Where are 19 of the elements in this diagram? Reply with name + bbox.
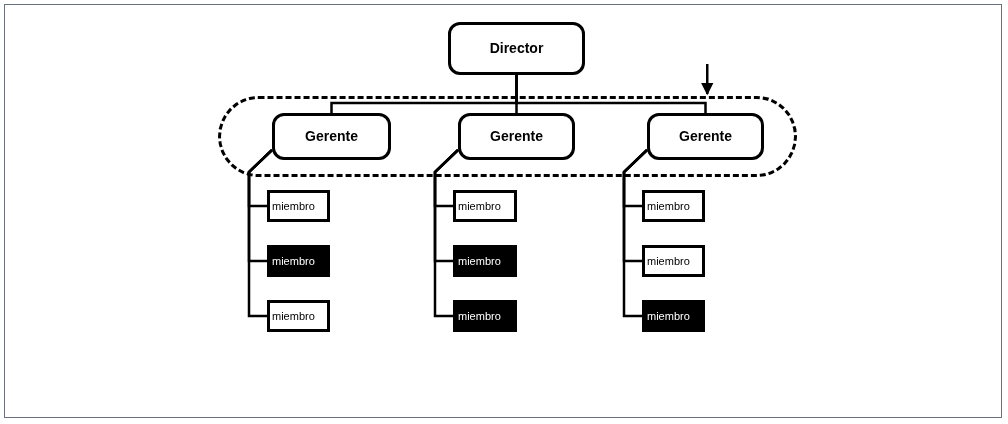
role-box: Gerente [458,113,575,160]
member-box: miembro [453,300,517,332]
member-box: miembro [642,190,705,222]
arrow [701,64,714,96]
member-box: miembro [267,300,330,332]
member-box: miembro [267,245,330,277]
member-box: miembro [267,190,330,222]
connector-line [622,149,648,318]
member-box: miembro [642,245,705,277]
connector-line [433,149,459,318]
member-box: miembro [642,300,705,332]
role-box: Gerente [272,113,391,160]
member-box: miembro [453,245,517,277]
connector-line [515,75,707,113]
role-box: Gerente [647,113,764,160]
dashed-group-outline [218,96,797,177]
member-box: miembro [453,190,517,222]
connector-line [247,149,273,318]
role-box: Director [448,22,585,75]
